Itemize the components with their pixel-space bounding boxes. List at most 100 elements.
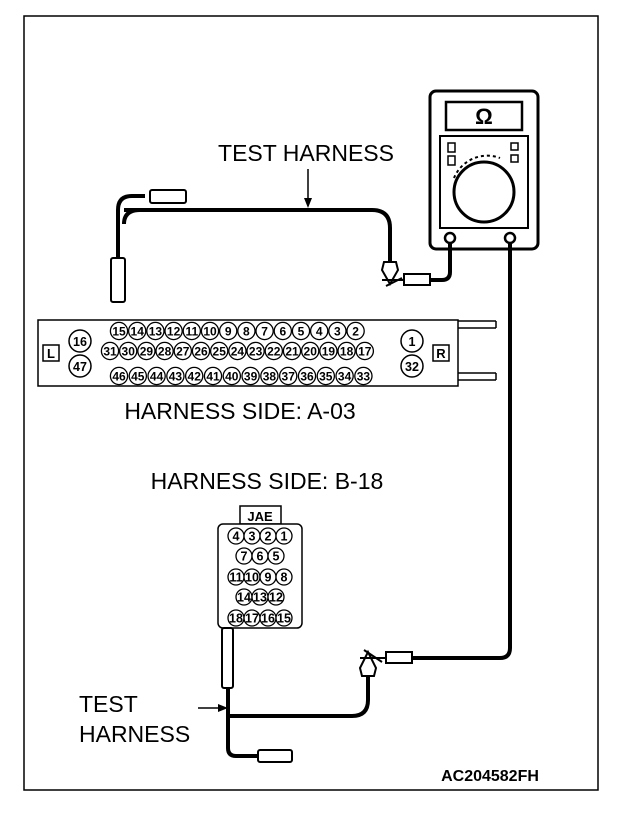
pin-label: 3 [334, 324, 341, 338]
pin-ring [309, 321, 329, 341]
pin-ring [278, 366, 298, 386]
pin-label: 40 [225, 369, 239, 383]
pin-label: 28 [158, 344, 172, 358]
pin-ring [100, 341, 120, 361]
pin-label: 20 [304, 344, 318, 358]
pin-label: 47 [73, 360, 87, 374]
pin-ring [337, 341, 356, 361]
range-switch-c [510, 142, 519, 151]
pin-label: 41 [206, 369, 220, 383]
pin-label: 9 [225, 324, 232, 338]
pin-label: 8 [281, 571, 288, 585]
pin-label: 6 [279, 324, 286, 338]
pin-label: 19 [322, 344, 336, 358]
pin-ring [400, 329, 424, 353]
pin-ring [118, 341, 138, 361]
pin-ring [291, 321, 311, 341]
range-switch-a [447, 142, 456, 153]
pin-label: 23 [249, 344, 263, 358]
pin-ring [297, 366, 317, 386]
test-harness-top [110, 189, 404, 303]
pin-ring [200, 321, 220, 341]
selector-dial [452, 160, 516, 224]
pin-label: 31 [103, 344, 117, 358]
pin-label: 18 [340, 344, 354, 358]
pin-ring [241, 366, 260, 386]
label-harness-side-b18: HARNESS SIDE: B-18 [151, 468, 384, 494]
pin-label: 12 [269, 591, 283, 605]
pin-ring [237, 321, 256, 341]
range-switch-b [447, 155, 456, 166]
pin-label: 26 [194, 344, 208, 358]
label-test-harness-bottom-line1: TEST [79, 691, 138, 717]
tag-box-left [42, 344, 60, 362]
meter-lead-ohm [412, 243, 512, 660]
alligator-clip-bottom [358, 649, 378, 677]
pin-ring [137, 341, 156, 361]
harness-wire-bottom [226, 676, 370, 758]
test-harness-bottom [221, 627, 386, 763]
pin-label: 43 [169, 369, 183, 383]
pin-label: 27 [176, 344, 190, 358]
probe-tip-com [403, 273, 431, 286]
figure-frame [23, 15, 599, 791]
pin-label: 44 [150, 369, 164, 383]
harness-plug-bottom [257, 749, 293, 763]
pin-label: 5 [298, 324, 305, 338]
pin-ring [109, 321, 129, 341]
pin-label: 12 [167, 324, 181, 338]
pin-ring [264, 341, 284, 361]
pin-ring [255, 321, 274, 341]
pin-label: 25 [213, 344, 227, 358]
ohm-symbol: Ω [475, 104, 493, 129]
pin-label: 10 [245, 571, 259, 585]
pin-label: 7 [241, 550, 248, 564]
pin-ring [68, 354, 92, 378]
clip-jaw-bottom [360, 649, 386, 663]
clip-jaw-top [382, 277, 404, 287]
pin-ring [173, 341, 193, 361]
pin-ring [222, 366, 242, 386]
pin-ring [319, 341, 338, 361]
pin-ring [275, 568, 293, 586]
pin-label: 29 [140, 344, 154, 358]
arrow-head-bottom [218, 704, 228, 712]
pin-label: 42 [188, 369, 202, 383]
pin-ring [147, 366, 166, 386]
pin-label: 18 [229, 612, 243, 626]
label-test-harness-bottom-line2: HARNESS [79, 721, 190, 747]
pin-label: 2 [265, 530, 272, 544]
pin-ring [282, 341, 302, 361]
pin-ring [267, 588, 285, 606]
pin-label: 21 [285, 344, 299, 358]
pin-label: 10 [203, 324, 217, 338]
pin-label: 8 [243, 324, 250, 338]
pin-ring [203, 366, 223, 386]
pin-label: 14 [131, 324, 145, 338]
pin-ring [128, 366, 148, 386]
harness-probe-bottom [221, 627, 234, 689]
pin-ring [146, 321, 165, 341]
pin-ring [209, 341, 229, 361]
label-test-harness-top: TEST HARNESS [218, 140, 394, 166]
pin-ring [273, 321, 293, 341]
pin-ring [109, 366, 129, 386]
pin-label: 46 [112, 369, 126, 383]
pin-ring [275, 527, 293, 545]
pin-label: 9 [265, 571, 272, 585]
pin-label: 33 [357, 369, 371, 383]
pin-ring [155, 341, 174, 361]
harness-wire-top [116, 194, 392, 262]
pin-ring [127, 321, 147, 341]
pin-label: 4 [316, 324, 323, 338]
pin-label: 39 [244, 369, 258, 383]
pin-ring [164, 321, 183, 341]
ohmmeter-display [444, 100, 524, 132]
harness-probe-top [110, 257, 126, 303]
